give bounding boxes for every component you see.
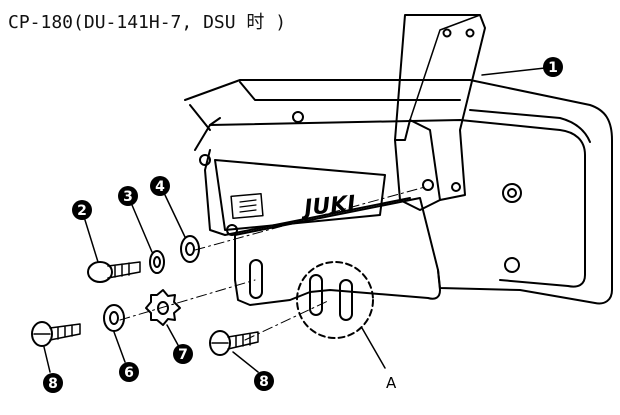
washer-6-hole: [109, 311, 119, 325]
lock-washer-7: [145, 289, 181, 326]
svg-text:1: 1: [548, 60, 558, 76]
screw-2-shank: [107, 261, 141, 279]
mounting-plate: [234, 197, 441, 306]
bracket-hole-1: [422, 179, 434, 191]
diagram-title: CP-180(DU-141H-7, DSU 时 ): [8, 12, 287, 33]
svg-text:4: 4: [155, 179, 165, 195]
panel-recess: [214, 159, 386, 231]
brand-logo-text: JUKI: [299, 192, 356, 222]
leader-4: [164, 194, 186, 238]
housing-screw-5: [504, 257, 520, 273]
washer-4-hole: [185, 242, 195, 256]
svg-text:3: 3: [123, 189, 133, 205]
spring-washer-3-hole: [153, 256, 161, 268]
washer-6: [103, 304, 125, 332]
callout-7: 7: [173, 344, 193, 364]
leader-6: [113, 331, 126, 363]
screw-8-right-head: [209, 330, 231, 356]
screw-8-left-shank: [49, 323, 81, 341]
leader-8-left: [43, 346, 51, 373]
housing-screw-1: [292, 111, 304, 123]
detail-circle-a: [296, 261, 374, 339]
svg-text:8: 8: [48, 376, 58, 392]
guide-line-mid: [119, 279, 256, 321]
callout-6: 6: [119, 362, 139, 382]
callout-1: 1: [543, 57, 563, 77]
housing-screw-4: [502, 183, 522, 203]
lock-washer-7-hole: [157, 301, 169, 315]
callout-2: 2: [72, 200, 92, 220]
housing-screw-2: [199, 154, 211, 166]
slot-right: [339, 279, 353, 321]
svg-text:7: 7: [178, 347, 188, 363]
bracket-1-fold: [409, 14, 481, 121]
svg-text:8: 8: [259, 374, 269, 390]
bracket-hole-top-1: [442, 28, 452, 38]
panel-housing-outline: [184, 79, 613, 305]
housing-screw-3: [226, 224, 238, 236]
screw-8-left-head: [31, 321, 53, 347]
leader-1: [481, 67, 546, 76]
svg-text:6: 6: [124, 365, 134, 381]
detail-a-leader: [361, 327, 386, 369]
bracket-hole-2: [451, 182, 461, 192]
bracket-1: [394, 14, 486, 201]
callout-8-left: 8: [43, 373, 63, 393]
leader-8-right: [232, 351, 259, 373]
panel-right-edge: [469, 109, 591, 143]
slot-mid: [309, 274, 323, 316]
logo-plate-lines: [239, 199, 257, 213]
detail-label-a: A: [386, 374, 397, 392]
panel-housing-inner: [194, 119, 586, 288]
callout-3: 3: [118, 186, 138, 206]
screw-2-head: [87, 261, 113, 283]
housing-screw-4-inner: [507, 188, 517, 198]
leader-3: [131, 204, 153, 253]
screw-8-right-shank: [227, 331, 259, 350]
bracket-1-face: [394, 139, 441, 211]
guide-line-bottom: [244, 299, 331, 341]
panel-back-plate: [204, 149, 411, 236]
panel-top-edge: [189, 81, 461, 131]
leader-7: [166, 324, 179, 346]
spring-washer-3: [149, 250, 165, 274]
logo-plate: [230, 192, 264, 220]
washer-4: [180, 235, 200, 263]
slot-left: [249, 259, 263, 299]
svg-text:2: 2: [77, 203, 87, 219]
callout-4: 4: [150, 176, 170, 196]
leader-2: [84, 219, 99, 263]
guide-line-top: [194, 186, 426, 251]
bracket-hole-top-2: [465, 28, 475, 38]
callout-8-right: 8: [254, 371, 274, 391]
